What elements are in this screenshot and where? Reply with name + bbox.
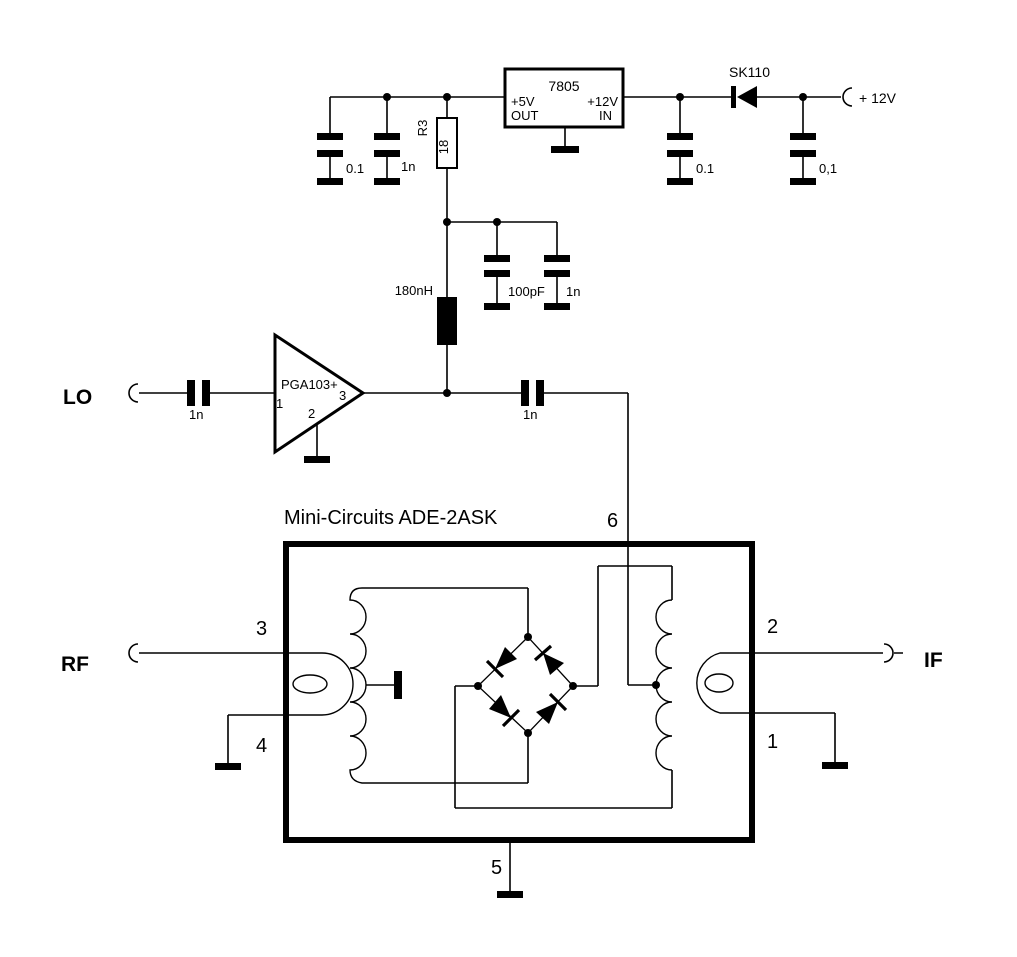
ground-icon	[317, 178, 343, 185]
diode-cathode-bar	[731, 86, 736, 108]
ring-diode-icon	[495, 647, 517, 669]
lo-chain: LO 1n PGA103+ 1 2 3 1n	[63, 332, 656, 686]
if-port-label: IF	[924, 649, 943, 672]
regulator-7805: 7805 +5V OUT +12V IN	[503, 67, 625, 153]
junction-dot	[493, 218, 501, 226]
capacitor-out-hf: 1n	[374, 133, 415, 185]
junction-dot	[676, 93, 684, 101]
amp-pin-2: 2	[308, 406, 315, 421]
amp-pin-1: 1	[276, 396, 283, 411]
lo-port-label: LO	[63, 386, 92, 409]
mixer-ade-2ask: Mini-Circuits ADE-2ASK 6 3 4 2 1 5	[215, 507, 778, 898]
mixer-pin-1: 1	[767, 731, 778, 753]
amplifier-pga103	[273, 332, 366, 455]
bias-network: 100pF 1n 180nH	[395, 218, 580, 393]
rf-port: RF	[61, 643, 322, 676]
mixer-pin-6: 6	[607, 510, 618, 532]
capacitor-label: 0.1	[346, 161, 364, 176]
supply-label: + 12V	[859, 90, 897, 106]
capacitor-in-hf: 0,1	[790, 133, 837, 185]
capacitor-label: 0,1	[819, 161, 837, 176]
if-transformer	[652, 599, 755, 771]
lo-connector-icon	[128, 383, 139, 403]
inductor-icon	[437, 297, 457, 345]
junction-dot	[443, 218, 451, 226]
supply-terminal: + 12V	[842, 87, 897, 107]
ground-icon	[790, 178, 816, 185]
capacitor-out-bulk: 0.1	[317, 133, 364, 185]
resistor-r3: R3 18	[415, 117, 458, 169]
mixer-pin-4: 4	[256, 735, 267, 757]
capacitor-label: 1n	[401, 159, 415, 174]
inductor-label: 180nH	[395, 283, 433, 298]
capacitor-in-bulk: 0.1	[667, 133, 714, 185]
connector-icon	[842, 87, 853, 107]
ground-icon	[544, 303, 570, 310]
regulator-out-sub: OUT	[511, 108, 539, 123]
mixer-title: Mini-Circuits ADE-2ASK	[284, 507, 498, 529]
ring-diode-icon	[536, 702, 558, 724]
ground-icon	[215, 763, 241, 770]
diode-sk110: SK110	[729, 64, 770, 108]
junction-dot	[383, 93, 391, 101]
ground-icon	[667, 178, 693, 185]
resistor-ref: R3	[415, 120, 430, 137]
if-port: IF	[755, 643, 943, 769]
regulator-in-sub: IN	[599, 108, 612, 123]
junction-dot	[652, 681, 660, 689]
mixer-pin-2: 2	[767, 616, 778, 638]
capacitor-label: 1n	[566, 284, 580, 299]
rf-transformer	[215, 587, 528, 784]
ring-diode-icon	[543, 653, 564, 675]
ground-icon	[304, 456, 330, 463]
ground-icon	[497, 891, 523, 898]
capacitor-label: 1n	[189, 407, 203, 422]
amp-pin-3: 3	[339, 388, 346, 403]
junction-dot	[443, 93, 451, 101]
if-connector-icon	[883, 643, 894, 663]
capacitor-label: 0.1	[696, 161, 714, 176]
regulator-in-label: +12V	[587, 94, 618, 109]
transformer-primary-icon	[696, 652, 755, 714]
junction-dot	[799, 93, 807, 101]
mixer-pin-3: 3	[256, 618, 267, 640]
capacitor-label: 100pF	[508, 284, 545, 299]
mixer-body	[283, 541, 755, 843]
ground-icon	[822, 762, 848, 769]
ground-icon	[484, 303, 510, 310]
diode-icon	[737, 86, 757, 108]
amplifier-name: PGA103+	[281, 377, 338, 392]
transformer-primary-icon	[321, 652, 354, 716]
regulator-out-label: +5V	[511, 94, 535, 109]
diode-ring	[454, 565, 673, 809]
termination-bar	[394, 671, 402, 699]
rf-port-label: RF	[61, 653, 89, 676]
diode-label: SK110	[729, 64, 770, 80]
resistor-value: 18	[436, 140, 451, 154]
rf-connector-icon	[128, 643, 139, 663]
capacitor-label: 1n	[523, 407, 537, 422]
ground-icon	[551, 146, 579, 153]
regulator-name: 7805	[548, 78, 579, 94]
ring-diode-icon	[489, 695, 511, 718]
junction-dot	[443, 389, 451, 397]
ground-icon	[374, 178, 400, 185]
power-rail	[329, 93, 841, 222]
mixer-pin-5: 5	[491, 857, 502, 879]
